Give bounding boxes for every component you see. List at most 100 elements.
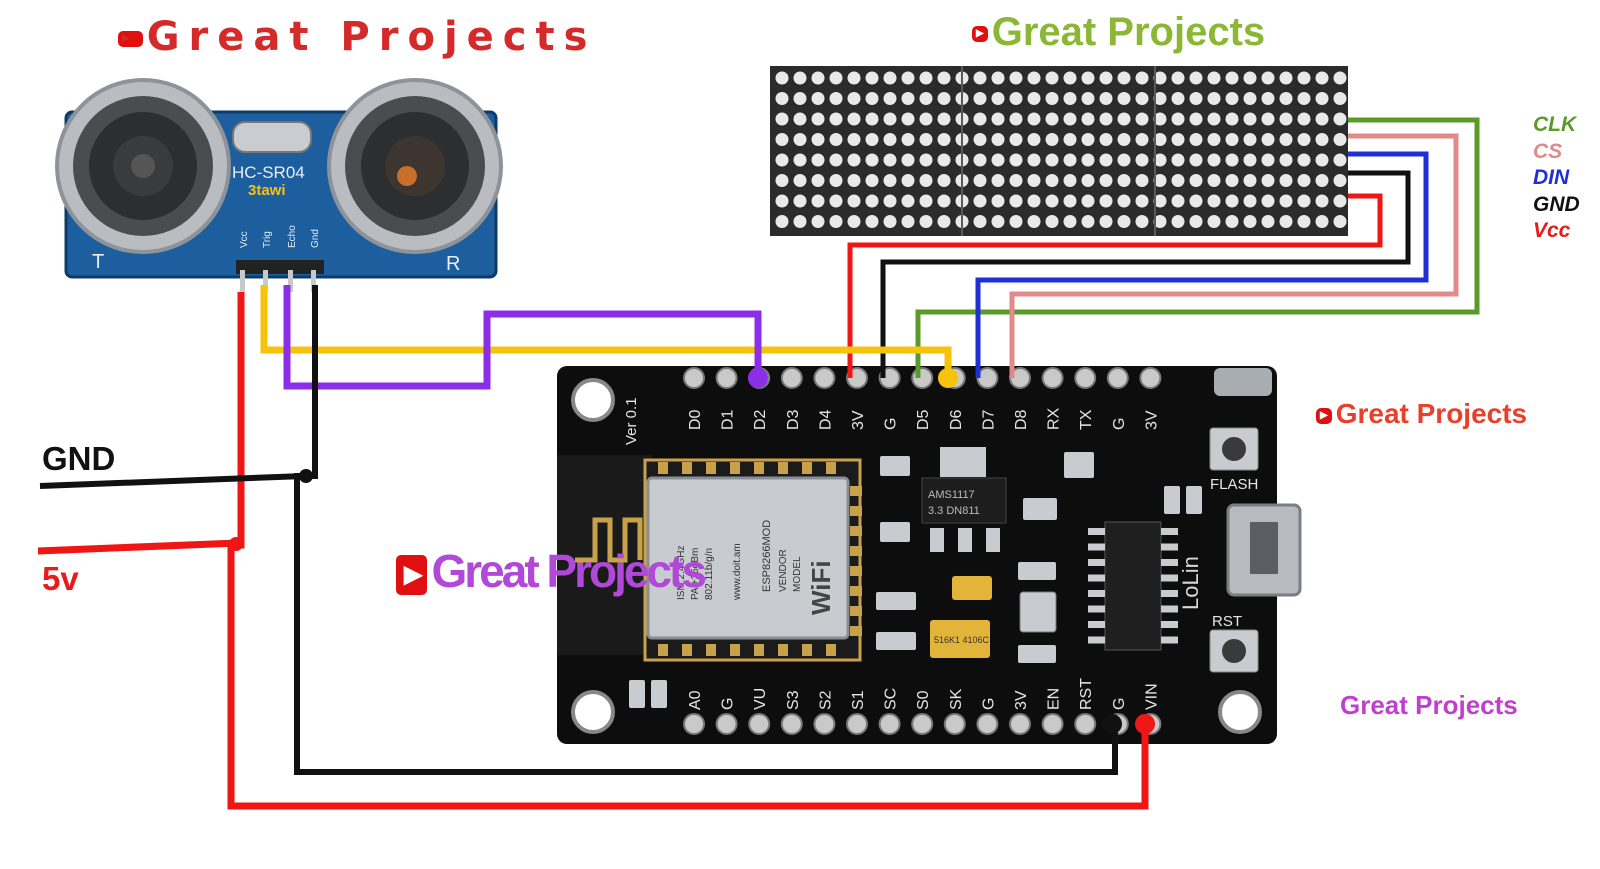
clk-wire: [915, 117, 1480, 378]
led-dot: [919, 71, 933, 85]
matrix-vcc-wire: [847, 193, 1383, 378]
top-pin-label: G: [1111, 418, 1128, 430]
led-matrix: [770, 66, 1348, 236]
led-dot: [847, 215, 861, 228]
top-pin-label: D0: [687, 409, 704, 430]
bottom-pin-label: VU: [752, 688, 769, 710]
led-dot: [1333, 174, 1347, 187]
led-dot: [1243, 194, 1257, 208]
led-dot: [1045, 133, 1059, 146]
header-pin[interactable]: [846, 713, 868, 735]
header-pin[interactable]: [715, 367, 738, 389]
led-dot: [1333, 215, 1347, 228]
top-pin-label: G: [883, 418, 900, 430]
header-pin[interactable]: [715, 713, 738, 735]
module-pads: [658, 462, 862, 656]
transmitter-transducer: [55, 78, 231, 254]
reset-button[interactable]: [1209, 629, 1259, 673]
sensor-header: [236, 260, 324, 274]
gnd-bus-line: [39, 473, 306, 489]
header-pin[interactable]: [976, 713, 999, 735]
flash-button[interactable]: [1209, 427, 1259, 471]
led-dot: [991, 92, 1005, 105]
led-dot: [901, 174, 915, 187]
led-dot: [775, 153, 789, 167]
top-pin-label: 3V: [1143, 410, 1160, 430]
header-pin[interactable]: [1009, 713, 1031, 735]
led-dot: [1009, 153, 1023, 167]
led-dot: [1333, 112, 1347, 126]
header-pin[interactable]: [943, 713, 966, 735]
led-dot: [1045, 112, 1059, 126]
watermark-top-right: ▶Great Projects: [972, 10, 1265, 55]
led-dot: [1279, 215, 1293, 228]
regulator-label-2: 3.3 DN811: [928, 505, 980, 517]
bottom-pin-label: S2: [817, 690, 834, 710]
top-pin-label: 3V: [850, 410, 867, 430]
watermark-text: Great Projects: [991, 10, 1266, 54]
led-dot: [1243, 92, 1257, 105]
led-dot: [1207, 71, 1221, 85]
led-dot: [901, 215, 915, 228]
module-text-3: MODEL: [792, 556, 803, 592]
header-pin[interactable]: [683, 367, 705, 389]
header-pin[interactable]: [911, 713, 934, 735]
led-dot: [1027, 133, 1041, 146]
led-dot: [1153, 215, 1167, 228]
led-dot: [1153, 153, 1167, 167]
header-pin[interactable]: [911, 367, 934, 389]
header-pin[interactable]: [780, 713, 803, 735]
led-dot: [1225, 174, 1239, 187]
led-dot: [1243, 71, 1257, 85]
header-pin[interactable]: [813, 713, 836, 735]
bottom-pin-label: SC: [883, 688, 900, 710]
header-pin[interactable]: [683, 713, 705, 735]
cs-wire: [1009, 133, 1459, 378]
header-pin[interactable]: [1106, 367, 1129, 389]
led-dot: [1189, 92, 1203, 105]
top-pin-label: TX: [1078, 409, 1095, 430]
led-dot: [883, 153, 897, 167]
receiver-transducer: [327, 78, 503, 254]
watermark-top-left: ▶Great Projects: [118, 14, 596, 60]
led-dot: [991, 133, 1005, 146]
wifi-logo-text: WiFi: [806, 560, 836, 615]
header-pin[interactable]: [1074, 367, 1097, 389]
led-dot: [1189, 174, 1203, 187]
led-dot: [847, 112, 861, 126]
header-pin[interactable]: [878, 713, 901, 735]
led-dot: [847, 174, 861, 187]
led-dot: [775, 194, 789, 208]
header-pin[interactable]: [1139, 367, 1162, 389]
led-dot: [1063, 174, 1077, 187]
led-dot: [973, 153, 987, 167]
led-dot: [865, 153, 879, 167]
led-dot: [973, 174, 987, 187]
led-dot: [1207, 92, 1221, 105]
echo-wire: [283, 285, 762, 390]
sensor-pin-label-vcc: Vcc: [239, 231, 250, 248]
led-dot: [865, 71, 879, 85]
header-pin[interactable]: [748, 713, 771, 735]
chip-pins: [1088, 528, 1178, 644]
led-dot: [937, 71, 951, 85]
header-pin[interactable]: [813, 367, 836, 389]
led-dot: [919, 133, 933, 146]
usb-serial-chip: [1104, 521, 1162, 651]
header-pin[interactable]: [1041, 713, 1064, 735]
header-pin[interactable]: [1074, 713, 1097, 735]
led-dot: [1063, 215, 1077, 228]
esp-shield-can: [646, 476, 850, 640]
led-dot: [937, 174, 951, 187]
led-dot: [1045, 194, 1059, 208]
led-dot: [1081, 174, 1095, 187]
module-text-7: www.doit.am: [732, 543, 743, 601]
header-pin[interactable]: [780, 367, 803, 389]
header-pin[interactable]: [1041, 367, 1064, 389]
led-dot: [793, 92, 807, 105]
top-pin-label: D3: [785, 409, 802, 430]
led-dot: [883, 92, 897, 105]
led-dot: [1081, 71, 1095, 85]
antenna-area: [557, 455, 652, 655]
led-dot: [1315, 153, 1329, 167]
